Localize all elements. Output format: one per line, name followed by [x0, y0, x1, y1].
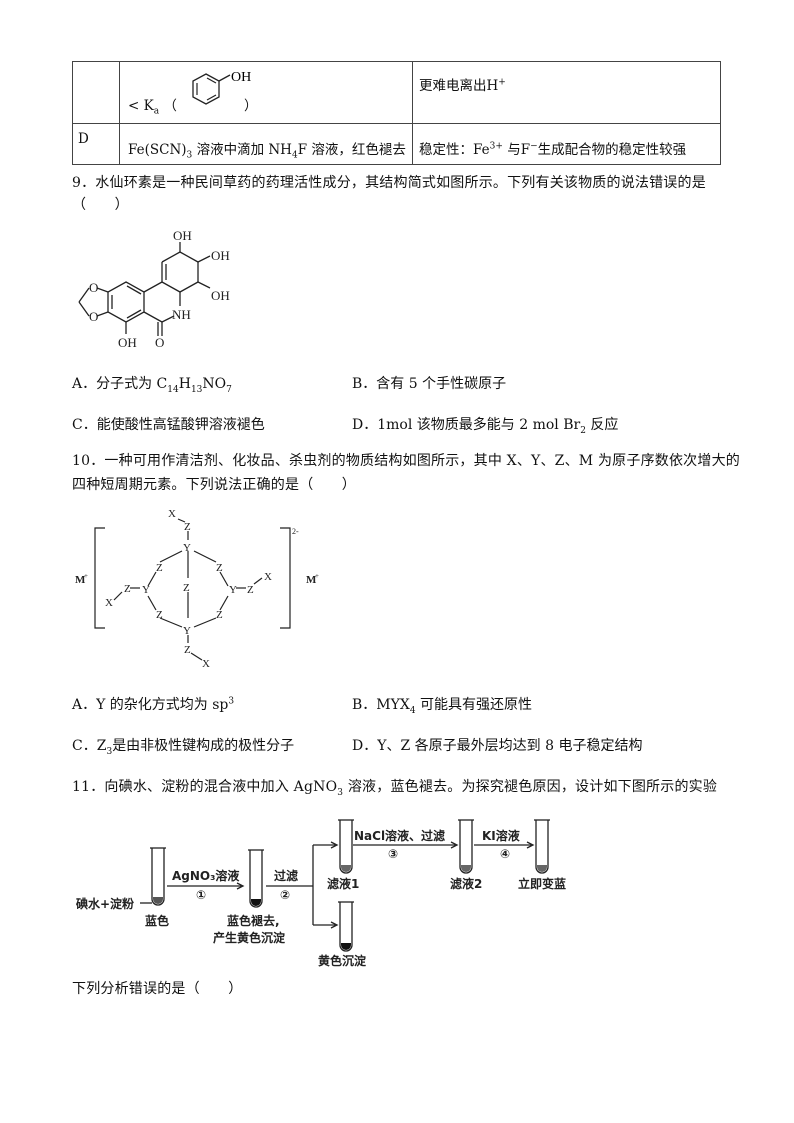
- q9-option-b[interactable]: B．含有 5 个手性碳原子: [352, 376, 507, 392]
- q10-option-a[interactable]: A．Y 的杂化方式均为 sp3: [72, 696, 235, 713]
- test-tube-icon: [151, 848, 165, 906]
- table-row: D Fe(SCN)3 溶液中滴加 NH4F 溶液，红色褪去 稳定性：Fe3+ 与…: [73, 124, 720, 165]
- flow-start-label: 碘水+淀粉: [76, 897, 135, 911]
- svg-text:Z: Z: [183, 582, 190, 594]
- svg-text:Z: Z: [216, 562, 223, 574]
- svg-text:Z: Z: [156, 562, 163, 574]
- svg-text:Y: Y: [183, 542, 191, 554]
- step3-reagent: NaCl溶液、过滤: [354, 829, 446, 843]
- phenol-structure-icon: OH: [192, 70, 251, 105]
- svg-text:O: O: [155, 335, 164, 350]
- tube3-label: 滤液1: [327, 877, 360, 891]
- svg-text:OH: OH: [211, 288, 230, 303]
- experiment-flow-diagram: [140, 819, 550, 952]
- tube5-label: 立即变蓝: [518, 877, 567, 891]
- step1-reagent: AgNO₃溶液: [172, 869, 240, 883]
- step1-number: ①: [196, 888, 207, 902]
- q10-option-b[interactable]: B．MYX4 可能具有强还原性: [352, 697, 533, 716]
- step4-reagent: KI溶液: [482, 829, 520, 843]
- svg-text:O: O: [89, 309, 98, 324]
- table-cell-conclusion: 更难电离出H+: [419, 77, 506, 94]
- svg-text:O: O: [89, 280, 98, 295]
- svg-text:Y: Y: [229, 584, 237, 596]
- step3-number: ③: [388, 847, 399, 861]
- svg-text:Z: Z: [184, 644, 191, 656]
- svg-text:Z: Z: [247, 584, 254, 596]
- answer-table: < Ka （ OH ） 更难电离出H+ D Fe(SCN)3 溶液中滴加 NH4…: [72, 61, 721, 165]
- svg-text:OH: OH: [211, 248, 230, 263]
- tube2-label-line2: 产生黄色沉淀: [213, 931, 286, 945]
- table-cell-label: D: [73, 124, 120, 165]
- svg-text:M: M: [306, 574, 317, 586]
- svg-text:+: +: [315, 572, 319, 580]
- step2-number: ②: [280, 888, 291, 902]
- svg-text:OH: OH: [173, 228, 192, 243]
- q10-option-d[interactable]: D．Y、Z 各原子最外层均达到 8 电子稳定结构: [352, 738, 643, 754]
- table-cell-label: [73, 62, 120, 123]
- svg-text:M: M: [75, 574, 86, 586]
- svg-text:X: X: [264, 571, 272, 583]
- svg-text:X: X: [202, 658, 210, 670]
- q10-option-c[interactable]: C．Z3是由非极性键构成的极性分子: [72, 738, 295, 757]
- tube4-label: 滤液2: [450, 877, 483, 891]
- svg-text:Z: Z: [156, 609, 163, 621]
- q9-option-c[interactable]: C．能使酸性高锰酸钾溶液褪色: [72, 417, 265, 433]
- svg-text:X: X: [105, 597, 113, 609]
- table-row: < Ka （ OH ） 更难电离出H+: [73, 62, 720, 124]
- svg-text:NH: NH: [172, 307, 191, 322]
- ion-structure-icon: X Z Y Z Z Z Y Y Z Z X X Z Z Y Z X 2- M +…: [75, 508, 319, 670]
- tube1-label: 蓝色: [145, 914, 170, 928]
- svg-text:X: X: [168, 508, 176, 520]
- svg-text:OH: OH: [118, 335, 137, 350]
- step2-reagent: 过滤: [274, 869, 299, 883]
- svg-text:Z: Z: [184, 521, 191, 533]
- svg-text:+: +: [84, 572, 88, 580]
- q9-option-a[interactable]: A．分子式为 C14H13NO7: [72, 376, 232, 395]
- step4-number: ④: [500, 847, 511, 861]
- tube6-label: 黄色沉淀: [318, 954, 367, 968]
- table-cell-experiment: < Ka （ OH ）: [120, 62, 413, 123]
- q9-stem: 9．水仙环素是一种民间草药的药理活性成分，其结构简式如图所示。下列有关该物质的说…: [72, 175, 706, 191]
- q11-question: 下列分析错误的是（ ）: [72, 981, 243, 997]
- svg-text:OH: OH: [231, 70, 251, 85]
- q10-stem-line2: 四种短周期元素。下列说法正确的是（ ）: [72, 477, 356, 493]
- ka-comparison: < Ka （: [128, 98, 177, 117]
- svg-text:2-: 2-: [292, 527, 299, 536]
- tube2-label-line1: 蓝色褪去,: [227, 914, 280, 928]
- svg-text:Z: Z: [216, 609, 223, 621]
- q9-option-d[interactable]: D．1mol 该物质最多能与 2 mol Br2 反应: [352, 417, 619, 436]
- narciclasine-structure-icon: OH OH OH O O NH OH O: [78, 228, 230, 350]
- table-cell-conclusion: 稳定性：Fe3+ 与F−生成配合物的稳定性较强: [419, 141, 687, 158]
- svg-text:Z: Z: [124, 583, 131, 595]
- table-cell-experiment: Fe(SCN)3 溶液中滴加 NH4F 溶液，红色褪去: [120, 124, 413, 165]
- q9-blank: （ ）: [72, 197, 129, 213]
- q11-stem: 11．向碘水、淀粉的混合液中加入 AgNO3 溶液，蓝色褪去。为探究褪色原因，设…: [72, 779, 718, 798]
- svg-text:Y: Y: [142, 584, 150, 596]
- svg-text:Y: Y: [183, 625, 191, 637]
- q10-stem-line1: 10．一种可用作清洁剂、化妆品、杀虫剂的物质结构如图所示，其中 X、Y、Z、M …: [72, 453, 740, 469]
